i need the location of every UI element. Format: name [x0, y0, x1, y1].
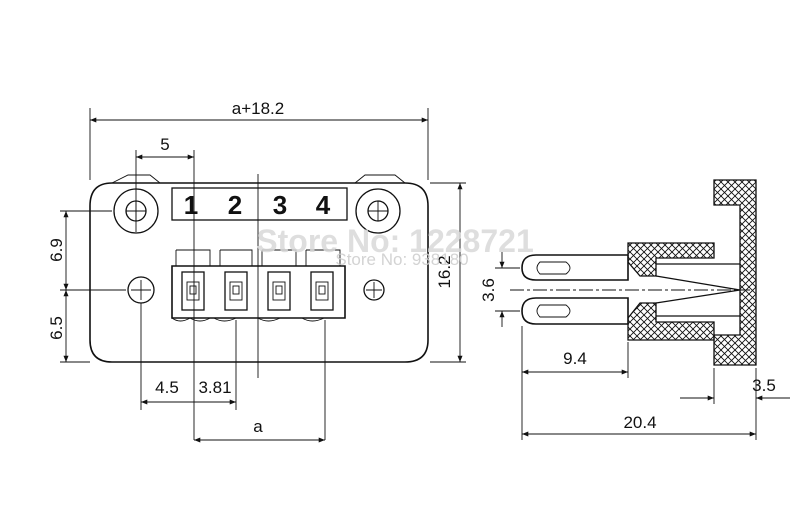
dim-pin-span: a — [253, 417, 263, 436]
terminal-block — [171, 249, 346, 322]
dim-total-width: a+18.2 — [232, 99, 284, 118]
pin-number-2: 2 — [228, 190, 242, 220]
flange-section — [713, 179, 757, 366]
front-view: 1 2 3 4 — [47, 99, 466, 443]
dim-flange: 3.5 — [752, 376, 776, 395]
dim-lower-height: 6.5 — [47, 316, 66, 340]
mount-hole-right — [355, 188, 401, 234]
terminal-slot-1 — [181, 271, 205, 311]
pin-number-1: 1 — [184, 190, 198, 220]
dim-edge-offset: 4.5 — [155, 378, 179, 397]
pin-number-strip — [171, 187, 348, 221]
pin-lower — [521, 297, 629, 325]
terminal-slot-2 — [224, 271, 248, 311]
housing-wall-lower — [627, 302, 715, 341]
watermark-secondary: Store No: 938180 — [335, 250, 468, 269]
terminal-slot-3 — [267, 271, 291, 311]
housing-wall-upper — [627, 242, 715, 277]
dim-total-height: 16.2 — [435, 255, 454, 288]
side-view: 3.6 9.4 3.5 20.4 — [479, 179, 790, 440]
pin-number-4: 4 — [316, 190, 331, 220]
dim-total-depth: 20.4 — [623, 413, 656, 432]
dim-pin-length: 9.4 — [563, 349, 587, 368]
watermark-main: Store No: 1228721 — [256, 223, 533, 259]
small-hole-right — [363, 279, 385, 301]
pin-upper — [521, 254, 629, 281]
dim-upper-height: 6.9 — [47, 238, 66, 262]
pin-number-3: 3 — [273, 190, 287, 220]
small-hole-left — [127, 276, 155, 304]
dim-hole-offset: 5 — [160, 135, 169, 154]
dim-pin-gap: 3.6 — [479, 278, 498, 302]
terminal-slot-4 — [310, 271, 334, 311]
dim-pitch: 3.81 — [198, 378, 231, 397]
